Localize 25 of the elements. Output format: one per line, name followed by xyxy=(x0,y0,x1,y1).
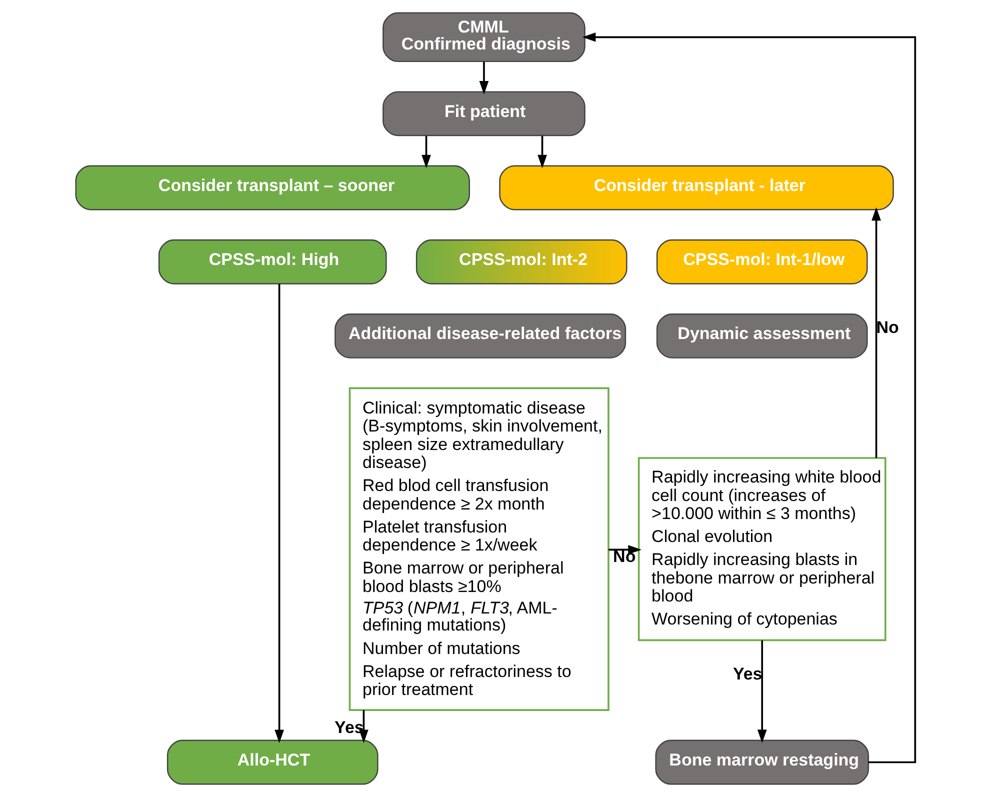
arrow xyxy=(582,32,916,764)
node-box: Dynamic assessment xyxy=(656,313,868,358)
edge-label: Yes xyxy=(334,718,364,737)
node-box: Bone marrow restaging xyxy=(654,740,868,785)
node-box: Fit patient xyxy=(382,91,585,136)
arrow xyxy=(274,284,284,744)
node-box: CPSS-mol: Int-1/low xyxy=(656,239,868,284)
node-box: CPSS-mol: Int-2 xyxy=(415,239,627,284)
arrow xyxy=(537,136,546,168)
node-box: Clinical: symptomatic disease (B-symptoms, skin involvement, spleen size extramedullary disease) Red blod cell transfusion dependence ≥ 2x month Platelet transfusion dependence ≥ 1x/week Bone marrow or peripheral blood blasts ≥10% TP53 (NPM1, FLT3, AML-defining mutations) Number of mutations Relapse or refractoriness to prior treatment xyxy=(348,387,609,711)
edge-label: No xyxy=(612,547,636,566)
arrow xyxy=(358,710,368,744)
node-box: Additional disease-related factors xyxy=(334,313,626,358)
node-box: Allo-HCT xyxy=(166,740,378,785)
arrow xyxy=(871,207,880,458)
arrow xyxy=(421,136,430,168)
arrow xyxy=(478,62,488,94)
node-box: CMML Confirmed diagnosis xyxy=(382,12,585,62)
arrow xyxy=(608,545,642,554)
node-box: Consider transplant - later xyxy=(498,165,894,210)
edge-label: No xyxy=(876,318,898,337)
node-box: Consider transplant – sooner xyxy=(74,165,470,210)
node-box: CPSS-mol: High xyxy=(158,239,386,284)
node-box: Rapidly increasing white blood cell count (increases of >10.000 within ≤ 3 months) Clonal evolution Rapidly increasing blasts in thebone marrow or peripheral blood Worsening of cytopenias xyxy=(637,457,886,642)
arrow xyxy=(756,640,766,744)
